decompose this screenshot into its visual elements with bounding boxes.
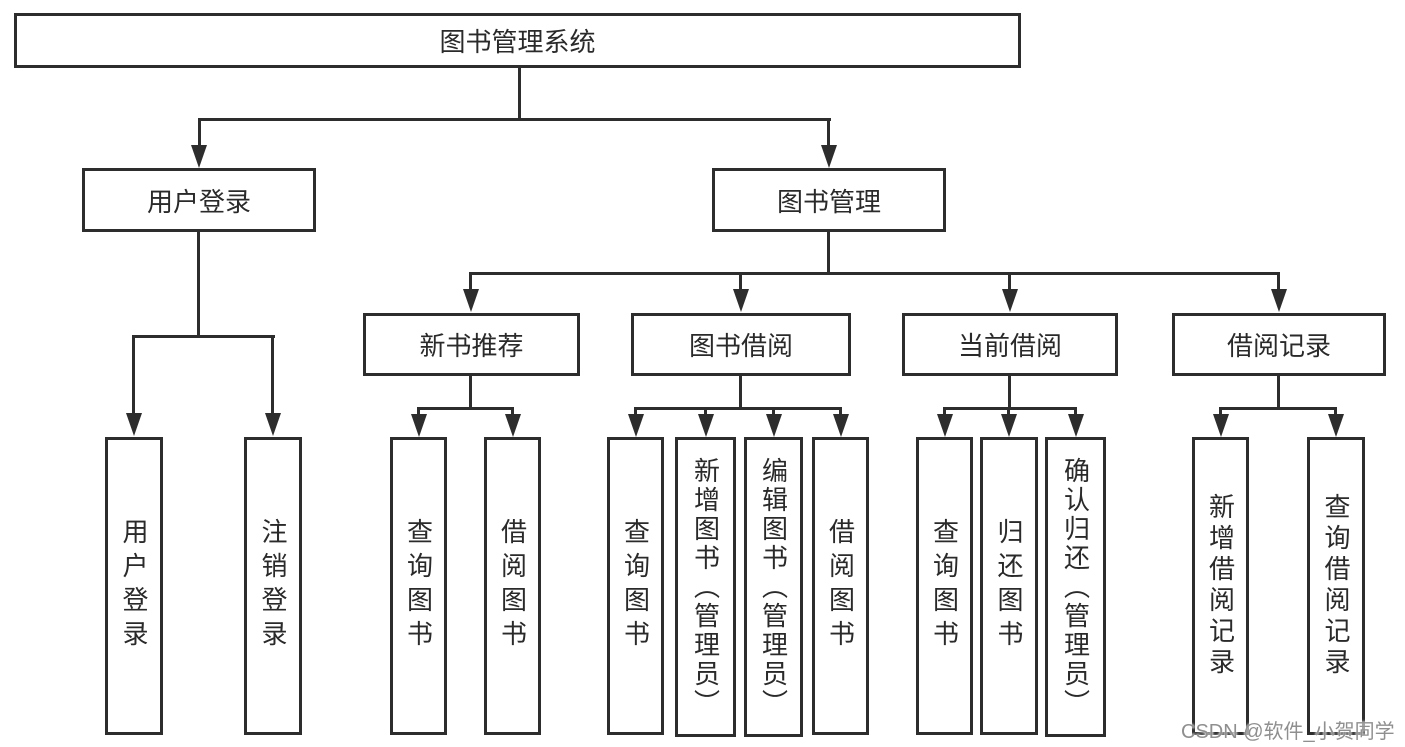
node-add-borrow-record: 新增借阅记录 [1192, 437, 1249, 735]
connector-user-login-drop [198, 118, 201, 148]
node-query-books-current: 查询图书 [916, 437, 973, 735]
arrow-down-icon [628, 414, 644, 437]
node-query-books-borrowing: 查询图书 [607, 437, 664, 735]
connector-new-book-stem [469, 376, 472, 409]
connector-records-drop [1277, 272, 1280, 291]
connector-borrowing-drop [739, 272, 742, 291]
connector-user-login-stem [197, 232, 200, 336]
node-book-borrowing: 图书借阅 [631, 313, 851, 376]
connector-logout-leaf-drop [271, 335, 274, 415]
connector-new-book-drop [469, 272, 472, 291]
connector-borrowing-rail [635, 407, 841, 410]
arrow-down-icon [411, 414, 427, 437]
node-user-login-leaf: 用户登录 [105, 437, 163, 735]
node-query-books-recommend: 查询图书 [390, 437, 447, 735]
arrow-down-icon [1328, 414, 1344, 437]
arrow-down-icon [766, 414, 782, 437]
node-borrow-books-borrowing: 借阅图书 [812, 437, 869, 735]
node-book-management: 图书管理 [712, 168, 946, 232]
arrow-down-icon [1068, 414, 1084, 437]
node-edit-books-admin: 编辑图书（管理员） [744, 437, 803, 737]
connector-current-rail [944, 407, 1077, 410]
csdn-watermark: CSDN @软件_小贺同学 [1181, 721, 1395, 743]
connector-records-rail [1220, 407, 1337, 410]
connector-leaf-drop [943, 407, 946, 417]
connector-leaf-drop [839, 407, 842, 417]
arrow-down-icon [505, 414, 521, 437]
node-current-borrowing: 当前借阅 [902, 313, 1118, 376]
node-user-login: 用户登录 [82, 168, 316, 232]
arrow-down-icon [733, 289, 749, 312]
connector-level1-rail [198, 118, 831, 121]
connector-leaf-drop [1334, 407, 1337, 417]
node-query-borrow-record: 查询借阅记录 [1307, 437, 1365, 735]
node-return-books: 归还图书 [980, 437, 1038, 735]
node-library-management-system: 图书管理系统 [14, 13, 1021, 68]
connector-leaf-drop [1074, 407, 1077, 417]
node-confirm-return-admin: 确认归还（管理员） [1045, 437, 1106, 737]
arrow-down-icon [463, 289, 479, 312]
connector-current-drop [1008, 272, 1011, 291]
arrow-down-icon [698, 414, 714, 437]
connector-leaf-drop [704, 407, 707, 417]
node-borrow-books-recommend: 借阅图书 [484, 437, 541, 735]
node-add-books-admin: 新增图书（管理员） [675, 437, 736, 737]
node-logout-login-leaf: 注销登录 [244, 437, 302, 735]
arrow-down-icon [1002, 289, 1018, 312]
connector-records-stem [1277, 376, 1280, 409]
arrow-down-icon [1213, 414, 1229, 437]
connector-leaf-drop [1219, 407, 1222, 417]
connector-leaf-drop [1007, 407, 1010, 417]
connector-borrowing-stem [739, 376, 742, 409]
arrow-down-icon [126, 413, 142, 436]
arrow-down-icon [1001, 414, 1017, 437]
connector-user-login-rail [132, 335, 275, 338]
connector-book-mgmt-drop [827, 118, 830, 148]
connector-leaf-drop [634, 407, 637, 417]
connector-leaf-drop [417, 407, 420, 417]
arrow-down-icon [937, 414, 953, 437]
node-borrowing-records: 借阅记录 [1172, 313, 1386, 376]
connector-root-stem [518, 68, 521, 118]
connector-leaf-drop [511, 407, 514, 417]
arrow-down-icon [821, 145, 837, 168]
connector-level2-rail [470, 272, 1280, 275]
connector-login-leaf-drop [132, 335, 135, 415]
arrow-down-icon [191, 145, 207, 168]
connector-current-stem [1008, 376, 1011, 409]
connector-leaf-drop [772, 407, 775, 417]
arrow-down-icon [265, 413, 281, 436]
node-new-book-recommend: 新书推荐 [363, 313, 580, 376]
arrow-down-icon [1271, 289, 1287, 312]
connector-book-mgmt-stem [827, 232, 830, 274]
connector-new-book-rail [418, 407, 514, 410]
arrow-down-icon [833, 414, 849, 437]
